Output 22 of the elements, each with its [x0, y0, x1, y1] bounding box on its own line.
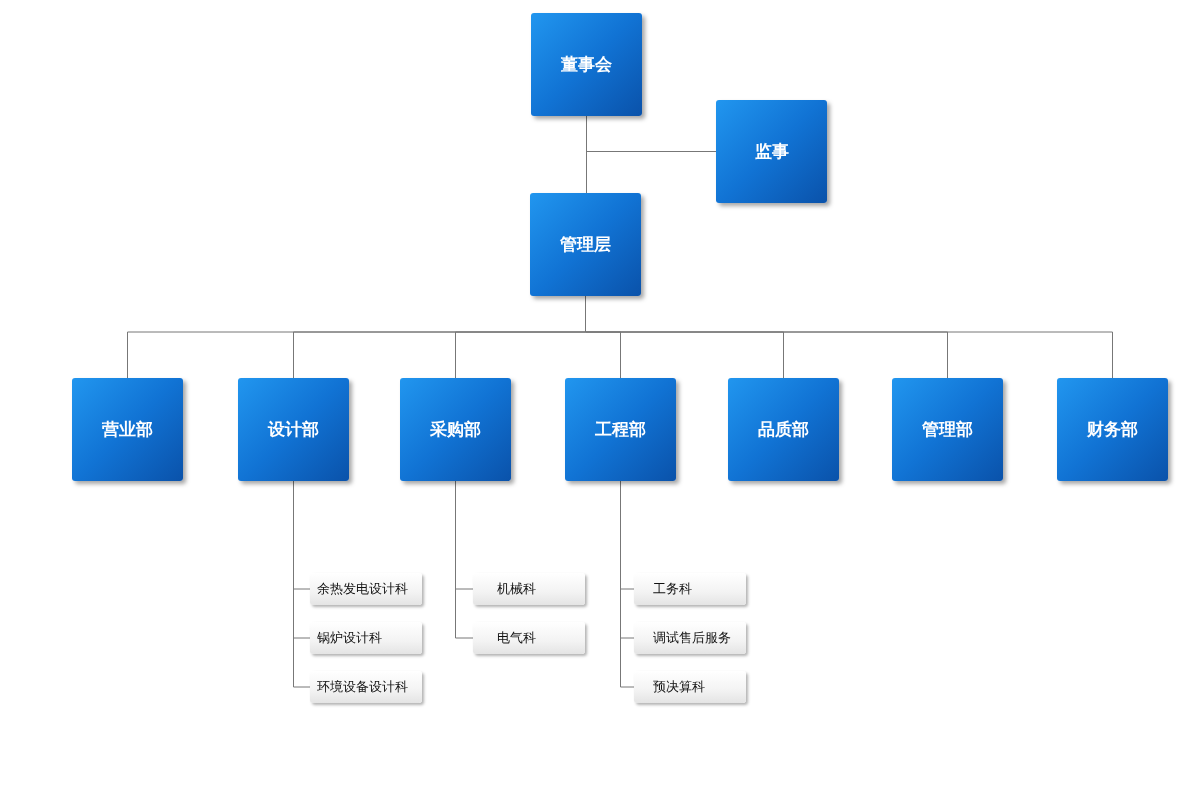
section-box: 环境设备设计科: [310, 671, 422, 703]
department-box: 董事会: [531, 13, 642, 116]
section-box: 余热发电设计科: [310, 573, 422, 605]
section-box: 工务科: [634, 573, 746, 605]
section-box: 调试售后服务: [634, 622, 746, 654]
department-box: 工程部: [565, 378, 676, 481]
department-box: 设计部: [238, 378, 349, 481]
connector-line: [293, 480, 311, 688]
department-box: 财务部: [1057, 378, 1168, 481]
section-box: 电气科: [473, 622, 585, 654]
department-box: 品质部: [728, 378, 839, 481]
section-box: 锅炉设计科: [310, 622, 422, 654]
department-box: 管理部: [892, 378, 1003, 481]
section-box: 机械科: [473, 573, 585, 605]
connector-line: [620, 480, 635, 688]
department-box: 营业部: [72, 378, 183, 481]
department-box: 管理层: [530, 193, 641, 296]
connector-line: [586, 115, 717, 152]
department-box: 采购部: [400, 378, 511, 481]
section-box: 预决算科: [634, 671, 746, 703]
connector-line: [455, 480, 474, 639]
department-box: 监事: [716, 100, 827, 203]
